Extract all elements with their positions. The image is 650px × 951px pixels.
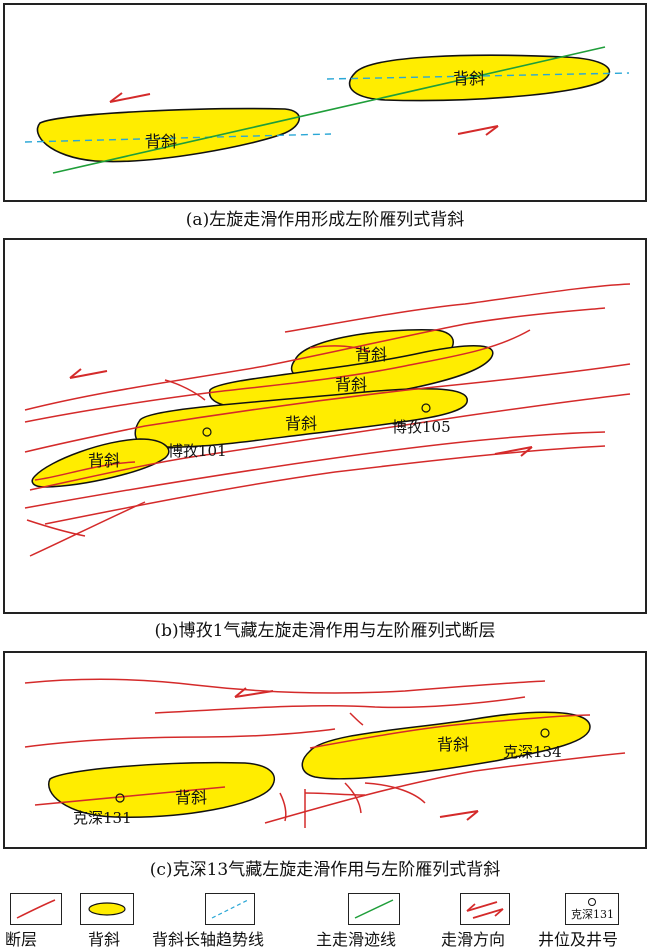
fault-b-2 [24,307,606,411]
well-label-ks131: 克深131 [73,809,132,827]
legend-label-fault: 断层 [5,930,38,949]
panel-b-diagram: 背斜 背斜 背斜 背斜 博孜101 博孜105 [24,283,631,557]
well-label-ks134: 克深134 [503,743,562,761]
fault-b-4 [24,363,631,453]
fault-c-6 [34,786,226,806]
caption-a: (a)左旋走滑作用形成左阶雁列式背斜 [185,210,465,230]
anticline-label-b-3: 背斜 [285,414,317,433]
slip-arrow-c-left [234,687,274,698]
legend-well-symbol: 克深131 [565,893,619,925]
well-marker-boz105 [421,403,431,413]
anticline-a-left [36,107,301,163]
legend-label-slip-direction: 走滑方向 [441,930,506,949]
panel-a: 背斜 背斜 [3,3,647,202]
fault-b-1 [284,283,631,333]
anticline-label-c-1: 背斜 [437,735,469,754]
legend-label-anticline: 背斜 [88,930,121,949]
anticline-label-b-1: 背斜 [355,345,387,364]
fault-b-9 [26,519,86,537]
panel-c: 背斜 背斜 克深134 克深131 [3,651,647,849]
legend-label-anticline-axis: 背斜长轴趋势线 [152,930,265,949]
fault-c-11 [349,712,364,726]
legend-anticline-axis-symbol [205,893,255,925]
anticline-label-a-left: 背斜 [145,132,177,151]
anticline-a-right [348,54,611,102]
panel-a-diagram: 背斜 背斜 [24,46,630,174]
fault-c-9 [304,792,366,796]
anticline-label-a-right: 背斜 [453,69,485,88]
well-marker-ks131 [115,793,125,803]
anticline-label-b-2: 背斜 [335,375,367,394]
well-label-boz101: 博孜101 [168,442,227,460]
legend-anticline-symbol [80,893,134,925]
legend-label-main-strike-slip: 主走滑迹线 [316,930,397,949]
fault-c-10 [364,782,426,804]
panel-c-diagram: 背斜 背斜 克深134 克深131 [24,678,626,828]
legend-fault-symbol [10,893,62,925]
legend-well-sample-label: 克深131 [571,908,614,921]
fault-b-10 [29,501,146,557]
fault-c-2 [154,696,526,714]
caption-b: (b)博孜1气藏左旋走滑作用与左阶雁列式断层 [154,621,496,641]
fault-b-7 [44,445,606,525]
anticline-c-right [301,711,591,780]
well-label-boz105: 博孜105 [392,418,451,436]
anticline-c-left [48,761,275,818]
anticline-b-left [31,438,170,488]
legend-main-strike-slip-symbol [348,893,400,925]
fault-b-8 [34,461,136,481]
fault-b-3 [24,329,531,423]
fault-c-12 [279,792,287,822]
legend-label-well: 井位及井号 [538,930,619,949]
legend-slip-direction-symbol [460,893,510,925]
well-marker-ks134 [540,728,550,738]
fault-c-5 [264,752,626,824]
panel-b: 背斜 背斜 背斜 背斜 博孜101 博孜105 [3,238,647,614]
slip-arrow-b-left [69,368,108,379]
slip-arrow-b-right [494,446,533,457]
fault-b-11 [164,379,206,401]
fault-c-4 [309,714,591,749]
fault-c-3 [24,728,336,748]
fault-b-12 [309,345,371,353]
fault-c-1 [24,678,546,694]
well-marker-boz101 [202,427,212,437]
anticline-label-c-2: 背斜 [175,788,207,807]
slip-arrow-a-left [109,92,151,103]
anticline-axis-line-a-right [326,72,630,80]
anticline-axis-line-a-left [24,133,332,143]
fault-b-6 [24,431,606,509]
fault-b-5 [29,393,631,491]
slip-arrow-a-right [457,125,499,136]
caption-c: (c)克深13气藏左旋走滑作用与左阶雁列式背斜 [149,860,501,880]
slip-arrow-c-right [439,810,479,821]
main-strike-slip-trace-a [52,46,606,174]
anticline-label-b-4: 背斜 [88,451,120,470]
fault-c-7 [344,782,362,814]
